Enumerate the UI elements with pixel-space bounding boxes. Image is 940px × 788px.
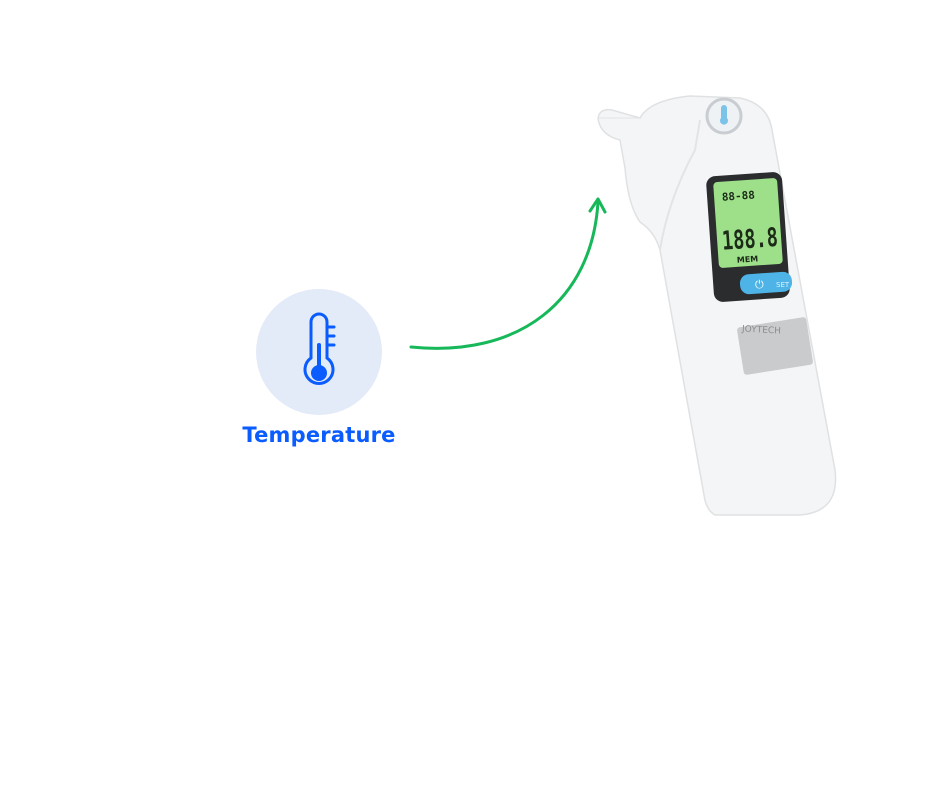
display-reading: 188.8 bbox=[721, 223, 779, 257]
brand-text: JOYTECH bbox=[741, 324, 781, 336]
set-button-label: SET bbox=[776, 281, 790, 289]
power-icon: ⏻ bbox=[755, 278, 764, 291]
temperature-label: Temperature bbox=[242, 423, 396, 447]
arrow-connector bbox=[409, 197, 607, 350]
display-mem: MEM bbox=[737, 254, 759, 264]
ear-thermometer-device: JOYTECH 88-88 188.8 MEM ⏻ SET bbox=[597, 95, 837, 516]
thermometer-icon bbox=[303, 312, 336, 385]
power-button[interactable] bbox=[739, 271, 793, 295]
display-time: 88-88 bbox=[721, 189, 755, 204]
